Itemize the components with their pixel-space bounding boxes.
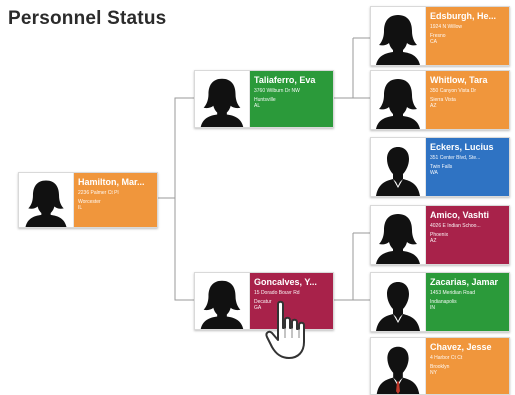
card-info: Taliaferro, Eva 3760 Wilburn Dr NW Hunts… xyxy=(250,71,333,127)
card-info: Eckers, Lucius 351 Center Blvd, Ste... T… xyxy=(426,138,509,196)
female-silhouette-icon xyxy=(376,79,420,129)
person-city: Sierra Vista xyxy=(430,96,456,103)
person-address: 2236 Palmer Ct Pl xyxy=(78,190,119,196)
person-card-zacarias[interactable]: Zacarias, Jamar 1453 Meridian Road India… xyxy=(370,272,510,332)
person-address: 15 Dorado Bouvr Rd xyxy=(254,290,300,296)
person-card-taliaferro[interactable]: Taliaferro, Eva 3760 Wilburn Dr NW Hunts… xyxy=(194,70,334,128)
person-card-root[interactable]: Hamilton, Mar... 2236 Palmer Ct Pl Worce… xyxy=(18,172,158,228)
person-name: Chavez, Jesse xyxy=(430,342,492,352)
person-state: AZ xyxy=(430,103,437,109)
person-name: Eckers, Lucius xyxy=(430,142,494,152)
card-info: Chavez, Jesse 4 Harbor Ct Ct Brooklyn NY xyxy=(426,338,509,394)
person-city: Worcester xyxy=(78,198,101,205)
person-name: Taliaferro, Eva xyxy=(254,75,316,85)
person-card-edsburgh[interactable]: Edsburgh, He... 1924 N Willow Fresno CA xyxy=(370,6,510,66)
person-state: NY xyxy=(430,370,437,376)
male-tie-silhouette-icon xyxy=(376,346,420,394)
person-silhouette-icon xyxy=(371,7,426,65)
male-silhouette-icon xyxy=(376,282,420,331)
person-card-goncalves[interactable]: Goncalves, Y... 15 Dorado Bouvr Rd Decat… xyxy=(194,272,334,330)
person-address: 4 Harbor Ct Ct xyxy=(430,355,463,361)
person-silhouette-icon xyxy=(371,273,426,331)
male-silhouette-icon xyxy=(376,147,420,196)
card-info: Hamilton, Mar... 2236 Palmer Ct Pl Worce… xyxy=(74,173,157,227)
person-name: Amico, Vashti xyxy=(430,210,490,220)
person-state: AL xyxy=(254,103,261,109)
person-address: 4026 E Indian Schoo... xyxy=(430,223,481,229)
person-name: Zacarias, Jamar xyxy=(430,277,499,287)
female-silhouette-icon xyxy=(200,280,244,329)
person-state: AZ xyxy=(430,238,437,244)
person-state: WA xyxy=(430,170,438,176)
person-address: 351 Center Blvd, Ste... xyxy=(430,155,481,161)
female-silhouette-icon xyxy=(376,15,420,65)
person-state: CA xyxy=(430,39,437,45)
person-silhouette-icon xyxy=(195,273,250,329)
female-silhouette-icon xyxy=(200,78,244,127)
person-city: Decatur xyxy=(254,298,272,305)
person-state: IN xyxy=(430,305,435,311)
person-card-eckers[interactable]: Eckers, Lucius 351 Center Blvd, Ste... T… xyxy=(370,137,510,197)
female-silhouette-icon xyxy=(25,180,67,227)
person-state: GA xyxy=(254,305,262,311)
person-silhouette-icon xyxy=(371,71,426,129)
female-silhouette-icon xyxy=(376,214,420,264)
person-silhouette-icon xyxy=(371,206,426,264)
person-state: IL xyxy=(78,205,83,211)
card-info: Zacarias, Jamar 1453 Meridian Road India… xyxy=(426,273,509,331)
person-address: 350 Canyon Vista Dr xyxy=(430,88,477,94)
person-card-amico[interactable]: Amico, Vashti 4026 E Indian Schoo... Pho… xyxy=(370,205,510,265)
card-info: Whitlow, Tara 350 Canyon Vista Dr Sierra… xyxy=(426,71,509,129)
person-city: Fresno xyxy=(430,32,446,39)
person-city: Brooklyn xyxy=(430,363,450,370)
person-silhouette-icon xyxy=(371,138,426,196)
person-card-whitlow[interactable]: Whitlow, Tara 350 Canyon Vista Dr Sierra… xyxy=(370,70,510,130)
card-info: Goncalves, Y... 15 Dorado Bouvr Rd Decat… xyxy=(250,273,333,329)
person-name: Goncalves, Y... xyxy=(254,277,317,287)
person-silhouette-icon xyxy=(19,173,74,227)
person-city: Indianapolis xyxy=(430,298,457,305)
page-title: Personnel Status xyxy=(8,8,167,29)
person-silhouette-icon xyxy=(195,71,250,127)
person-address: 1453 Meridian Road xyxy=(430,290,476,296)
person-name: Edsburgh, He... xyxy=(430,11,497,21)
person-address: 1924 N Willow xyxy=(430,24,462,30)
person-name: Hamilton, Mar... xyxy=(78,177,145,187)
person-city: Huntsville xyxy=(254,96,276,103)
person-city: Twin Falls xyxy=(430,163,453,170)
person-name: Whitlow, Tara xyxy=(430,75,488,85)
card-info: Amico, Vashti 4026 E Indian Schoo... Pho… xyxy=(426,206,509,264)
person-card-chavez[interactable]: Chavez, Jesse 4 Harbor Ct Ct Brooklyn NY xyxy=(370,337,510,395)
person-city: Phoenix xyxy=(430,231,449,238)
card-info: Edsburgh, He... 1924 N Willow Fresno CA xyxy=(426,7,509,65)
person-silhouette-icon xyxy=(371,338,426,394)
person-address: 3760 Wilburn Dr NW xyxy=(254,88,300,94)
